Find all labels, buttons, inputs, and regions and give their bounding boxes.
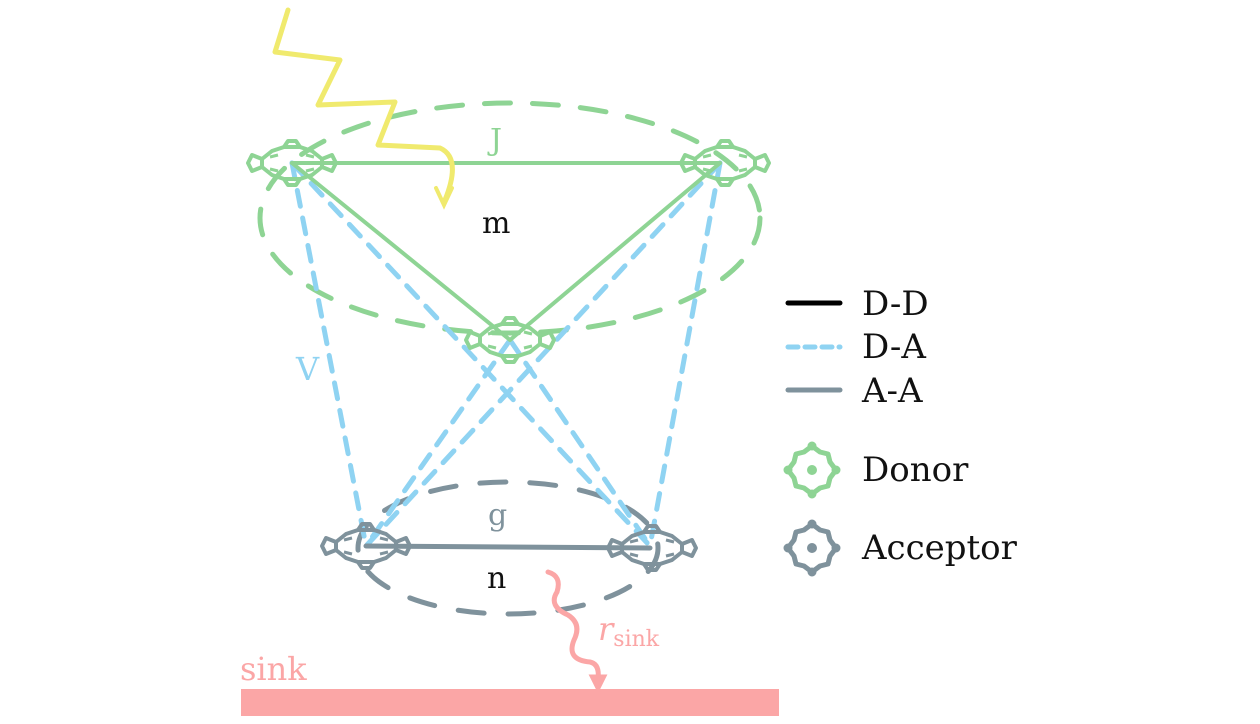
donor-molecule[interactable] <box>679 139 771 187</box>
da-line <box>363 160 723 549</box>
aa-line <box>363 543 653 551</box>
da-couplings <box>289 160 723 549</box>
label-J: J <box>487 123 502 158</box>
sink-bar <box>241 689 779 716</box>
legend-aa-label: A-A <box>861 371 923 411</box>
da-line <box>363 337 513 549</box>
da-line <box>289 160 653 549</box>
label-V: V <box>295 350 320 388</box>
label-r-sink: rsink <box>598 610 660 652</box>
dd-line <box>508 161 722 342</box>
donor-manifold-ellipse <box>257 100 763 336</box>
label-r-subscript: sink <box>613 627 659 652</box>
light-arrow <box>272 7 455 203</box>
legend-donor-label: Donor <box>862 450 969 490</box>
legend-da-label: D-A <box>862 327 926 367</box>
acceptor-legend-icon <box>784 520 840 576</box>
label-r: r <box>598 610 615 648</box>
legend: D-D D-A A-A Donor Acceptor <box>784 284 1018 576</box>
acceptor-manifold-ellipse <box>355 479 661 617</box>
legend-acceptor-label: Acceptor <box>861 528 1018 568</box>
sink-arrow <box>545 569 601 683</box>
sink-arrowhead <box>588 674 608 694</box>
dd-line <box>290 161 512 342</box>
label-sink: sink <box>240 650 307 688</box>
da-line <box>507 337 653 549</box>
da-line <box>289 160 369 549</box>
label-n: n <box>487 561 506 596</box>
light-arrowhead <box>434 186 454 210</box>
label-g: g <box>488 498 507 533</box>
label-m: m <box>482 206 510 241</box>
da-line <box>647 160 723 549</box>
legend-dd-label: D-D <box>862 284 929 324</box>
dd-couplings <box>290 161 722 342</box>
donor-legend-icon <box>784 442 840 498</box>
